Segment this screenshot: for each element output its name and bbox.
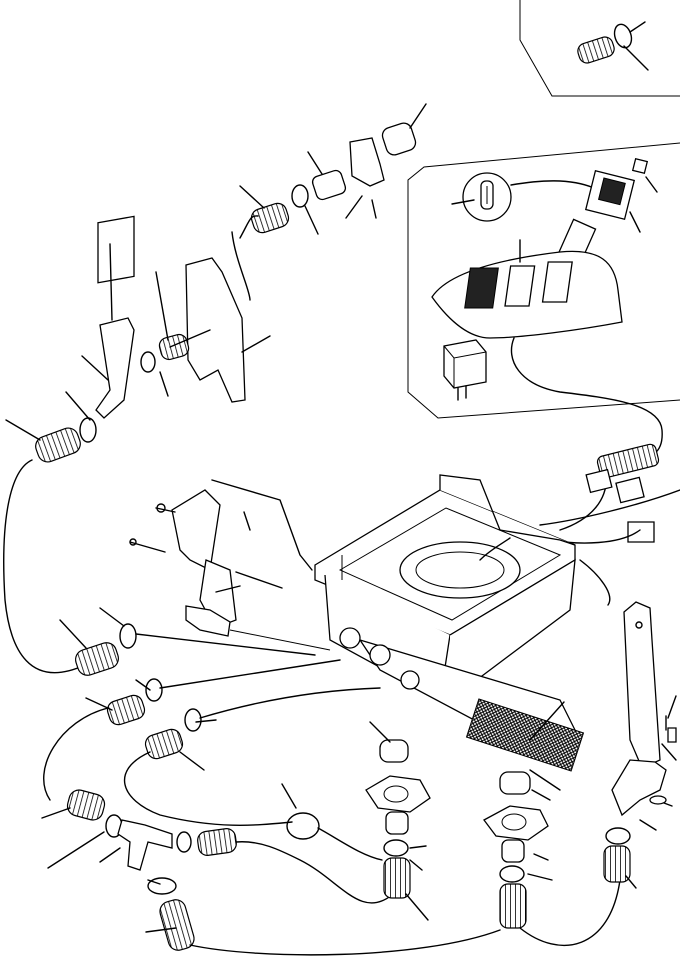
gasket-2	[484, 806, 548, 840]
hose-y-right	[197, 827, 238, 856]
clamp-upper-2	[292, 185, 308, 207]
hose-left	[33, 425, 83, 464]
clamp-mid-left-3	[185, 709, 201, 731]
hose-lower-left	[65, 788, 107, 822]
mounting-plate	[186, 258, 245, 402]
right-outlet	[612, 760, 666, 815]
hose-mid-2	[500, 884, 526, 928]
hose-right	[604, 846, 630, 882]
clamp-left	[80, 418, 96, 442]
hose-upper-2	[249, 201, 291, 235]
lower-left-hoses	[44, 624, 500, 955]
switch	[586, 159, 657, 232]
clamp-mid-2	[500, 866, 524, 882]
relay	[444, 340, 486, 400]
grommet-1	[380, 740, 408, 762]
clamp-y	[177, 832, 191, 852]
electrical-inset-panel	[408, 143, 680, 418]
lower-middle-fittings	[366, 740, 620, 945]
wire-harness	[511, 338, 662, 460]
bushing	[380, 121, 417, 157]
hose-bottom	[158, 897, 197, 952]
right-bracket	[624, 602, 660, 768]
inset-detail-top-right	[520, 0, 680, 96]
harness-connectors	[540, 443, 680, 605]
sleeve-1	[386, 812, 408, 834]
clamp-inset	[612, 22, 635, 50]
leader-lines	[6, 104, 676, 932]
hose-mid-left	[73, 640, 121, 678]
clamp-mid-left-2	[146, 679, 162, 701]
hose-mid-left-3	[143, 727, 185, 761]
hose-mid-1	[384, 858, 410, 898]
clamp-large	[287, 813, 319, 839]
upper-bracket-assembly	[130, 480, 330, 650]
clamp-mid-1	[384, 840, 408, 856]
console-panel	[432, 240, 622, 338]
hose-mid-left-2	[105, 693, 147, 727]
clamp-mid-left	[120, 624, 136, 648]
gasket-1	[366, 776, 430, 812]
upper-bracket-tab	[98, 216, 134, 282]
y-connector	[118, 820, 172, 870]
heater-unit	[315, 475, 575, 755]
right-side-duct	[604, 602, 676, 882]
clamp-right	[606, 828, 630, 844]
clamp-upper	[141, 352, 155, 372]
grommet-2	[500, 772, 530, 794]
upper-left-parts	[4, 121, 418, 673]
clamp-y-bottom	[148, 878, 176, 894]
elbow-duct	[96, 318, 134, 418]
sleeve-2	[502, 840, 524, 862]
sleeve	[311, 169, 347, 201]
filter-element	[467, 699, 584, 771]
hose-upper	[158, 333, 191, 361]
hose-inset	[576, 35, 616, 65]
gasket	[350, 138, 384, 186]
